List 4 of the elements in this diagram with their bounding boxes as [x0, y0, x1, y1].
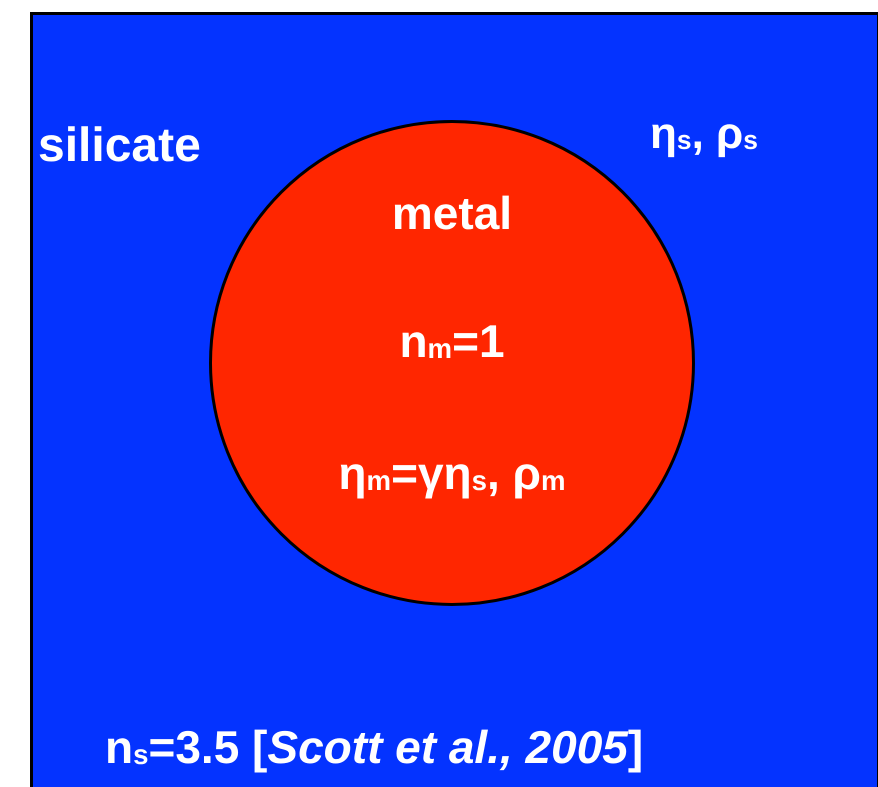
region-label: metal: [392, 190, 512, 236]
region-label: silicate: [38, 122, 201, 170]
metal-sphere: [209, 120, 695, 606]
silicate-region: [30, 12, 878, 787]
